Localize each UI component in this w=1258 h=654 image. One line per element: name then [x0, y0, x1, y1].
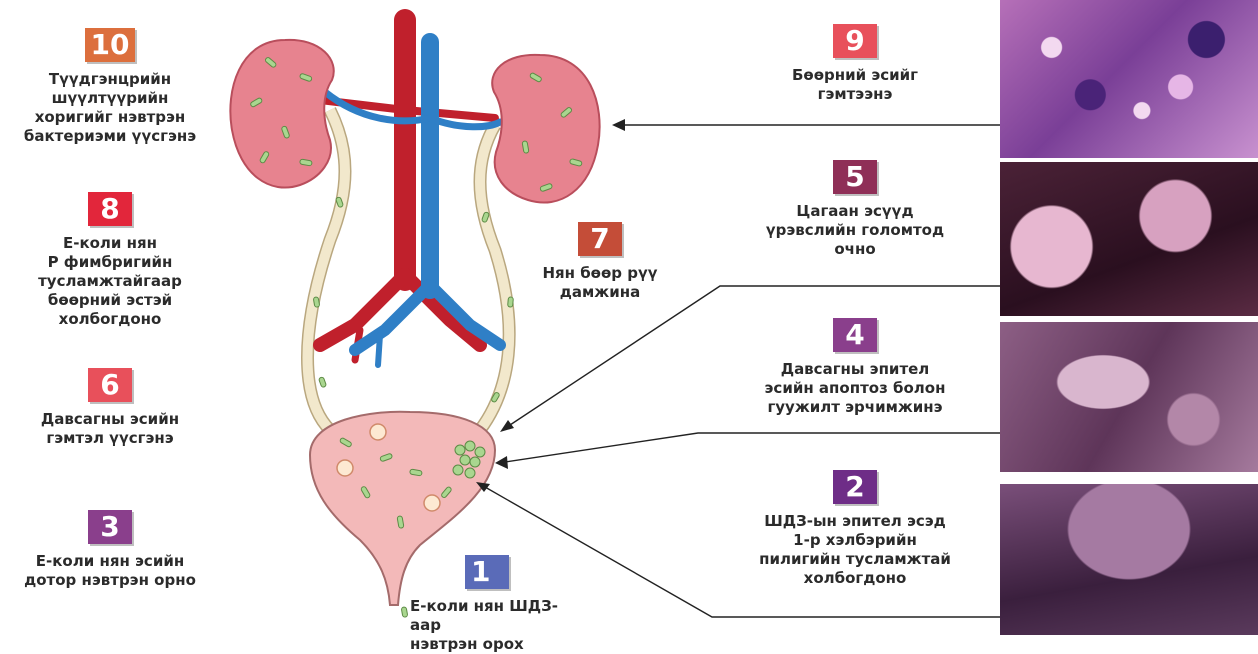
step-10-text: Түүдгэнцрийн шүүлтүүрийн хоригийг нэвтрэ…	[20, 70, 200, 146]
step-6-text: Давсагны эсийн гэмтэл үүсгэнэ	[20, 410, 200, 448]
step-5-text: Цагаан эсүүд үрэвслийн голомтод очно	[750, 202, 960, 259]
step-10-badge: 10	[85, 28, 136, 62]
step-1-text: Е-коли нян ШДЗ-аар нэвтрэн орох	[410, 597, 575, 654]
arrow-head-bladder-top	[500, 420, 514, 432]
pili-binding-micrograph	[1000, 484, 1258, 635]
kidney-cell-micrograph	[1000, 0, 1258, 158]
step-8-text: Е-коли нян Р фимбригийн тусламжтайгаар б…	[20, 234, 200, 329]
step-2-badge: 2	[833, 470, 877, 504]
step-9-badge: 9	[833, 24, 877, 58]
step-8-badge: 8	[88, 192, 132, 226]
step-8: 8 Е-коли нян Р фимбригийн тусламжтайгаар…	[20, 192, 200, 329]
step-9: 9 Бөөрний эсийг гэмтээнэ	[760, 24, 950, 104]
white-cell-micrograph	[1000, 162, 1258, 316]
step-1-badge: 1	[465, 555, 509, 589]
step-7-badge: 7	[578, 222, 622, 256]
step-9-text: Бөөрний эсийг гэмтээнэ	[760, 66, 950, 104]
step-3: 3 Е-коли нян эсийн дотор нэвтрэн орно	[10, 510, 210, 590]
step-4: 4 Давсагны эпител эсийн апоптоз болон гу…	[750, 318, 960, 417]
step-2: 2 ШДЗ-ын эпител эсэд 1-р хэлбэрийн пилиг…	[750, 470, 960, 588]
step-3-badge: 3	[88, 510, 132, 544]
step-4-text: Давсагны эпител эсийн апоптоз болон гууж…	[750, 360, 960, 417]
step-5-badge: 5	[833, 160, 877, 194]
step-5: 5 Цагаан эсүүд үрэвслийн голомтод очно	[750, 160, 960, 259]
left-kidney	[230, 40, 333, 188]
arrow-head-bladder-mid	[495, 456, 508, 469]
step-7: 7 Нян бөөр рүү дамжина	[515, 222, 685, 302]
step-3-text: Е-коли нян эсийн дотор нэвтрэн орно	[10, 552, 210, 590]
step-4-badge: 4	[833, 318, 877, 352]
step-7-text: Нян бөөр рүү дамжина	[515, 264, 685, 302]
arrow-head-kidney	[612, 119, 625, 131]
step-6: 6 Давсагны эсийн гэмтэл үүсгэнэ	[20, 368, 200, 448]
step-10: 10 Түүдгэнцрийн шүүлтүүрийн хоригийг нэв…	[20, 28, 200, 146]
step-6-badge: 6	[88, 368, 132, 402]
bladder-epithelium-micrograph	[1000, 322, 1258, 472]
step-2-text: ШДЗ-ын эпител эсэд 1-р хэлбэрийн пилигий…	[750, 512, 960, 588]
right-kidney	[492, 55, 599, 203]
step-1: 1 Е-коли нян ШДЗ-аар нэвтрэн орох	[410, 555, 575, 654]
